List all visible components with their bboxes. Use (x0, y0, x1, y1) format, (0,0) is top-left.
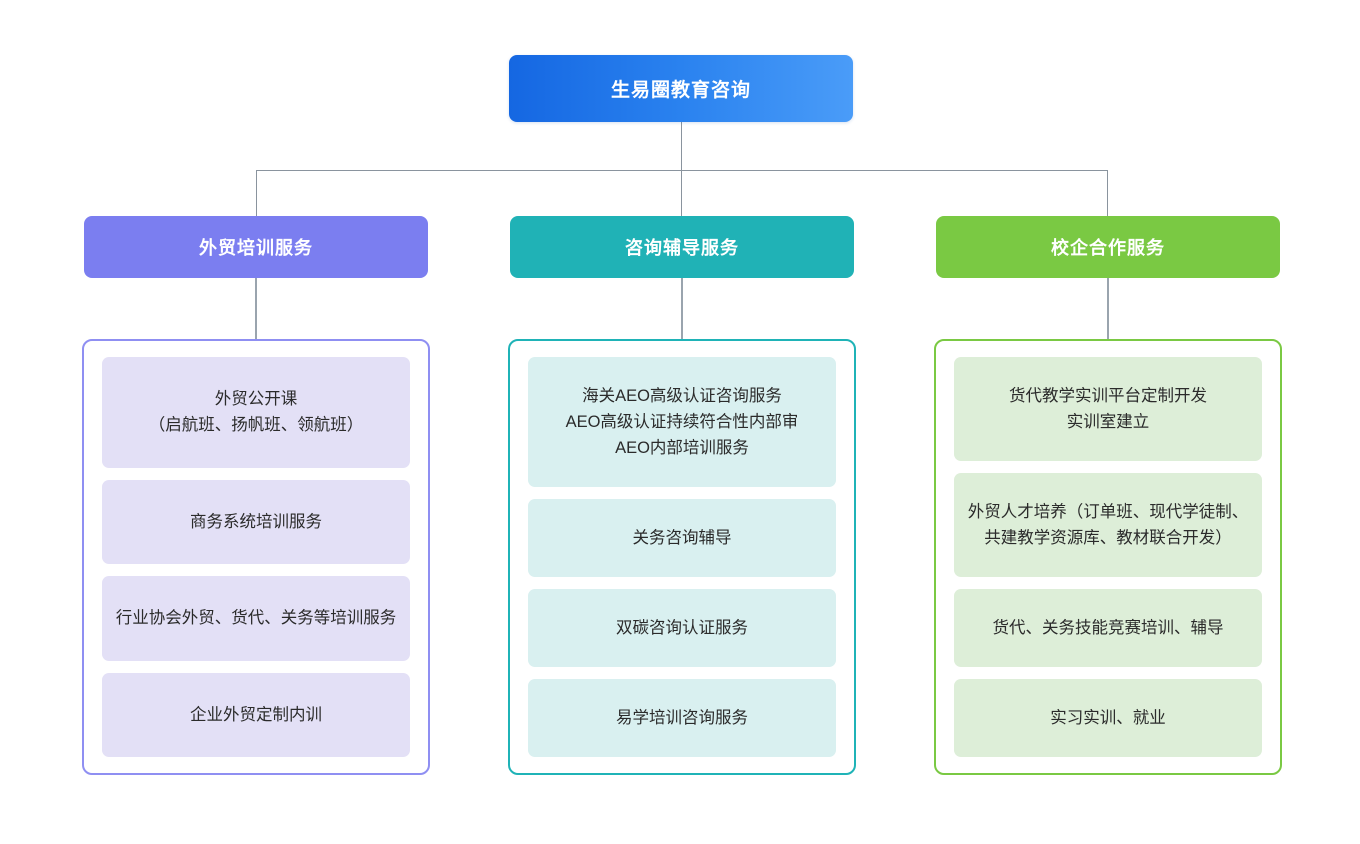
branch-0-item-2-label: 行业协会外贸、货代、关务等培训服务 (115, 609, 397, 628)
branch-0-item-3-label: 企业外贸定制内训 (190, 705, 322, 724)
root-node-label: 生易圈教育咨询 (610, 80, 751, 101)
branch-header-1-label: 咨询辅导服务 (625, 238, 739, 258)
branch-0-item-1-label: 商务系统培训服务 (190, 512, 322, 531)
branch-1-item-3-label: 易学培训咨询服务 (616, 709, 748, 727)
branch-group-0: 外贸公开课 （启航班、扬帆班、领航班） 商务系统培训服务 行业协会外贸、货代、关… (82, 339, 430, 775)
connector-branch-2-to-group (1107, 278, 1109, 339)
branch-0-item-3[interactable]: 企业外贸定制内训 (102, 672, 410, 757)
connector-bus-to-branch-2 (1107, 170, 1108, 216)
branch-2-item-2[interactable]: 货代、关务技能竞赛培训、辅导 (954, 589, 1262, 667)
branch-1-item-3[interactable]: 易学培训咨询服务 (528, 679, 836, 757)
branch-header-0[interactable]: 外贸培训服务 (84, 216, 428, 278)
branch-2-item-1-label: 外贸人才培养（订单班、现代学徒制、共建教学资源库、教材联合开发） (967, 503, 1249, 547)
branch-header-0-label: 外贸培训服务 (199, 238, 313, 258)
connector-branch-0-to-group (255, 278, 257, 339)
branch-header-2[interactable]: 校企合作服务 (936, 216, 1280, 278)
branch-2-item-3-label: 实习实训、就业 (1050, 709, 1166, 727)
branch-2-item-0[interactable]: 货代教学实训平台定制开发 实训室建立 (954, 357, 1262, 461)
branch-2-item-3[interactable]: 实习实训、就业 (954, 679, 1262, 757)
branch-2-item-1[interactable]: 外贸人才培养（订单班、现代学徒制、共建教学资源库、教材联合开发） (954, 473, 1262, 577)
connector-root-down (681, 122, 682, 171)
branch-1-item-1-label: 关务咨询辅导 (632, 529, 732, 547)
branch-0-item-2[interactable]: 行业协会外贸、货代、关务等培训服务 (102, 576, 410, 661)
connector-horizontal-bus (256, 170, 1108, 171)
connector-branch-1-to-group (681, 278, 683, 339)
branch-0-item-0-label: 外贸公开课 （启航班、扬帆班、领航班） (148, 390, 364, 435)
branch-header-2-label: 校企合作服务 (1051, 238, 1165, 258)
branch-header-1[interactable]: 咨询辅导服务 (510, 216, 854, 278)
branch-group-1: 海关AEO高级认证咨询服务 AEO高级认证持续符合性内部审 AEO内部培训服务 … (508, 339, 856, 775)
root-node[interactable]: 生易圈教育咨询 (509, 55, 853, 122)
branch-2-item-0-label: 货代教学实训平台定制开发 实训室建立 (1009, 387, 1207, 431)
branch-group-2: 货代教学实训平台定制开发 实训室建立 外贸人才培养（订单班、现代学徒制、共建教学… (934, 339, 1282, 775)
branch-1-item-0[interactable]: 海关AEO高级认证咨询服务 AEO高级认证持续符合性内部审 AEO内部培训服务 (528, 357, 836, 487)
branch-1-item-1[interactable]: 关务咨询辅导 (528, 499, 836, 577)
branch-1-item-2-label: 双碳咨询认证服务 (616, 619, 748, 637)
branch-0-item-1[interactable]: 商务系统培训服务 (102, 479, 410, 564)
connector-bus-to-branch-0 (256, 170, 257, 216)
branch-1-item-0-label: 海关AEO高级认证咨询服务 AEO高级认证持续符合性内部审 AEO内部培训服务 (565, 387, 799, 457)
branch-1-item-2[interactable]: 双碳咨询认证服务 (528, 589, 836, 667)
branch-0-item-0[interactable]: 外贸公开课 （启航班、扬帆班、领航班） (102, 357, 410, 468)
branch-2-item-2-label: 货代、关务技能竞赛培训、辅导 (992, 619, 1224, 637)
connector-bus-to-branch-1 (681, 170, 682, 216)
